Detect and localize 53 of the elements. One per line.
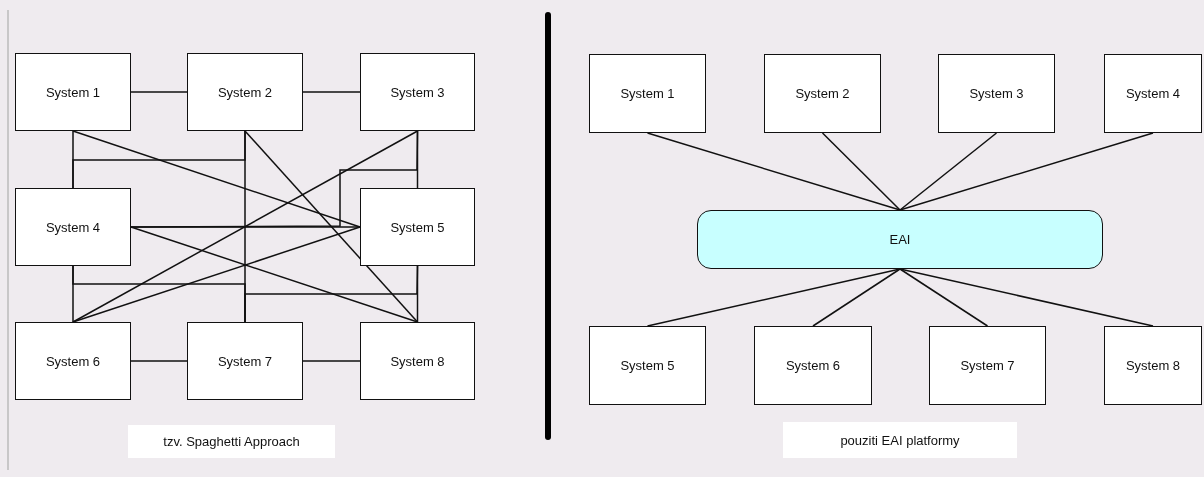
node-label: System 3 [390,84,445,100]
connector-line [244,130,419,323]
connector-line [130,360,188,362]
system-box [187,53,303,131]
node-label: System 2 [217,84,273,100]
system-box [589,54,706,133]
node-label: System 5 [620,358,675,373]
system-box [589,326,706,405]
node-label: System 3 [969,86,1024,101]
system-box [360,188,475,266]
system-box [929,326,1046,405]
node-label: System 8 [390,353,445,369]
system-box [187,322,303,400]
connector-line [130,226,419,323]
node-label: System 7 [217,353,273,369]
node-label: System 8 [1125,358,1181,373]
node-label: System 4 [45,219,101,235]
system-box [938,54,1055,133]
connector-line [302,91,361,93]
connector-line [244,265,419,323]
connector-line [130,91,188,93]
node-label: EAI [889,232,911,247]
caption: tzv. Spaghetti Approach [128,425,335,458]
system-box [360,53,475,131]
system-box [15,188,131,266]
node-label: System 7 [960,358,1015,373]
connector-line [72,130,361,228]
connector-line [899,268,989,327]
node-label: System 5 [390,219,445,235]
connector-line [821,132,901,211]
node-label: System 2 [795,86,850,101]
system-box [15,53,131,131]
system-box [1104,326,1202,405]
system-box [1104,54,1202,133]
connector-line [646,132,901,211]
node-label: System 6 [785,358,841,373]
platform-bar [697,210,1103,269]
system-box [764,54,881,133]
connector-line [72,130,419,323]
connector-line [812,268,901,327]
node-label: System 4 [1125,86,1181,101]
caption: pouziti EAI platformy [783,422,1017,458]
connector-line [72,226,361,323]
system-box [15,322,131,400]
system-box [360,322,475,400]
node-label: System 1 [620,86,675,101]
connector-line [899,132,1154,211]
connector-line [130,130,419,228]
connector-line [302,360,361,362]
system-box [754,326,872,405]
connector-line [899,132,998,211]
node-label: System 6 [45,353,101,369]
node-label: System 1 [45,84,101,100]
